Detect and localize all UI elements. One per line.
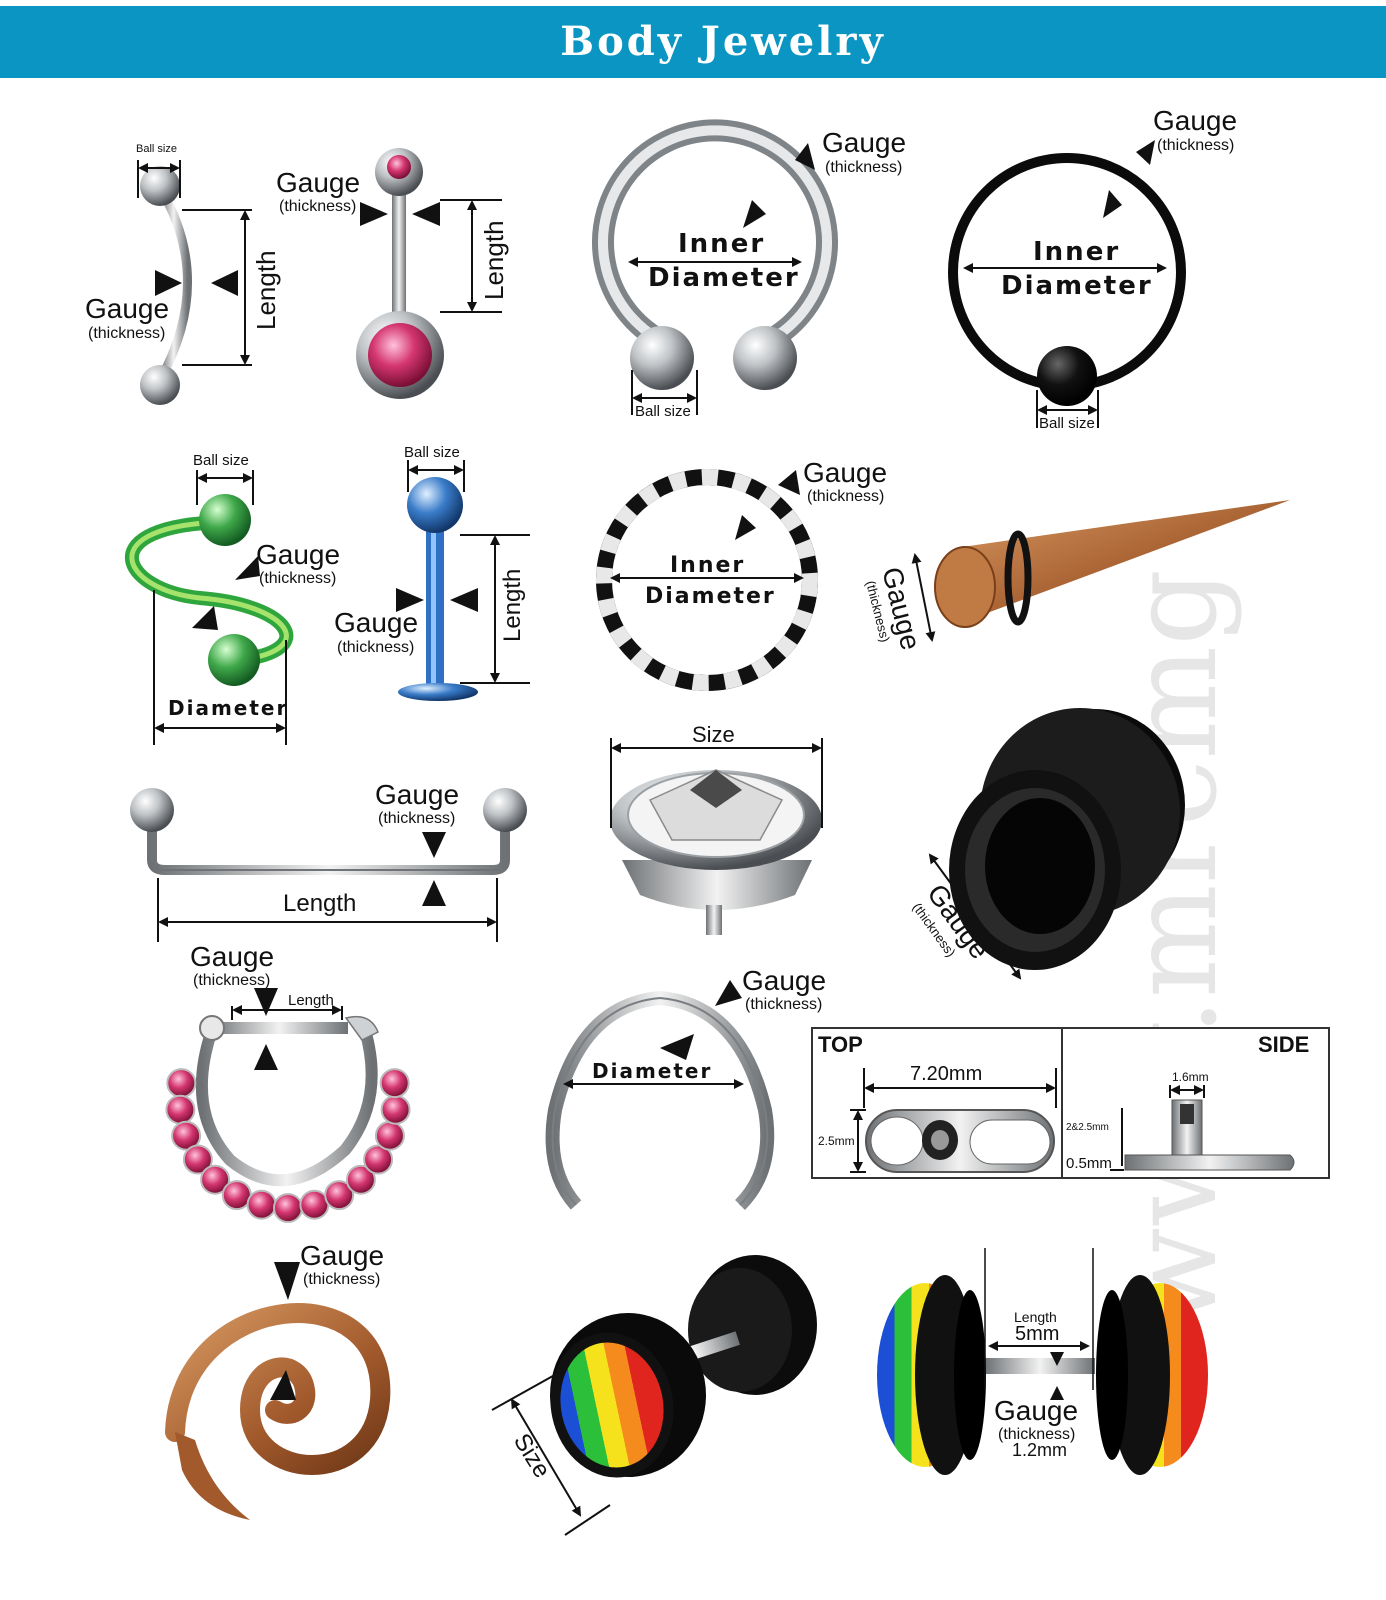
surface-barbell: Gauge (thickness) Length	[130, 779, 527, 942]
fake-plug-gauge-value: 1.2mm	[1012, 1440, 1067, 1460]
curved-barbell: Ball size Length Gauge (thickness)	[85, 143, 281, 405]
gauge-label: Gauge	[742, 965, 826, 996]
diameter-label: Diameter	[168, 696, 288, 720]
fake-plug: Size	[491, 1255, 817, 1536]
ball-size-label: Ball size	[136, 143, 177, 155]
clicker-gem	[380, 1094, 411, 1125]
clicker-gem	[374, 1120, 405, 1151]
clicker-gem	[165, 1094, 196, 1125]
clicker-gems	[165, 1068, 411, 1223]
thickness-label: (thickness)	[259, 570, 336, 587]
thickness-label: (thickness)	[337, 639, 414, 656]
side-width-value: 1.6mm	[1172, 1070, 1209, 1084]
clicker-gem	[299, 1189, 330, 1220]
length-label: Length	[479, 220, 509, 300]
captive-bead-ring: Inner Diameter Gauge (thickness) Ball si…	[948, 105, 1237, 432]
top-view-label: TOP	[818, 1032, 863, 1057]
ball-size-label: Ball size	[193, 452, 249, 469]
size-label: Size	[508, 1429, 556, 1483]
wooden-spiral: Gauge (thickness)	[165, 1240, 391, 1520]
fake-plug-thickness-label: (thickness)	[998, 1426, 1075, 1443]
clicker-gem	[379, 1068, 410, 1099]
clicker-gem	[166, 1068, 197, 1099]
thickness-label: (thickness)	[279, 198, 356, 215]
gauge-label: Gauge	[822, 127, 906, 158]
clicker-gem	[363, 1144, 394, 1175]
screw-tunnel: Gauge (thickness)	[910, 708, 1185, 980]
diameter-label: Diameter	[592, 1059, 712, 1083]
length-label: Length	[251, 250, 281, 330]
diameter-label: Diameter	[648, 263, 800, 293]
fake-plug-length-value: 5mm	[1015, 1323, 1059, 1345]
clicker-gem	[171, 1120, 202, 1151]
gauge-label: Gauge	[190, 941, 274, 972]
gauge-label: Gauge	[256, 539, 340, 570]
thickness-label: (thickness)	[1157, 137, 1234, 154]
striped-segment-ring: Inner Diameter Gauge (thickness)	[596, 457, 887, 691]
thickness-label: (thickness)	[807, 488, 884, 505]
thickness-label: (thickness)	[745, 996, 822, 1013]
inner-label: Inner	[670, 553, 745, 578]
fake-plug-length-label: Length	[1014, 1309, 1057, 1325]
clicker-gem	[345, 1164, 376, 1195]
thickness-label: (thickness)	[88, 325, 165, 342]
clicker-gem	[273, 1193, 303, 1223]
belly-button-ring: Length Gauge (thickness)	[276, 148, 509, 399]
horseshoe-ring: Inner Diameter Gauge (thickness) Ball si…	[592, 119, 906, 420]
ball-size-label: Ball size	[1039, 415, 1095, 432]
size-label: Size	[692, 722, 735, 747]
clicker-gem	[246, 1189, 277, 1220]
septum-clicker: Gauge (thickness) Length	[165, 941, 411, 1223]
dermal-top-gem: Size	[610, 722, 823, 935]
ball-size-label: Ball size	[635, 403, 691, 420]
length-label: Length	[499, 569, 526, 642]
gauge-label: Gauge	[276, 167, 360, 198]
clicker-gem	[324, 1180, 355, 1211]
clicker-gem	[200, 1164, 231, 1195]
top-height-value: 2.5mm	[818, 1134, 855, 1148]
diameter-label: Diameter	[1001, 271, 1153, 301]
thickness-label: (thickness)	[303, 1271, 380, 1288]
dumbbell-fake-plug: Length 5mm Gauge (thickness) 1.2mm	[877, 1248, 1208, 1475]
gauge-label: Gauge	[85, 293, 169, 324]
side-base-value: 0.5mm	[1066, 1155, 1112, 1172]
side-view-label: SIDE	[1258, 1032, 1309, 1057]
page-title: Body Jewelry	[560, 18, 886, 65]
clicker-gem	[221, 1180, 252, 1211]
length-label: Length	[283, 890, 356, 917]
gauge-label: Gauge	[1153, 105, 1237, 136]
ball-size-label: Ball size	[404, 444, 460, 461]
twister-spiral: Ball size Gauge (thickness) Diameter	[125, 452, 340, 745]
septum-retainer: Diameter Gauge (thickness)	[545, 965, 826, 1210]
length-label: Length	[288, 992, 334, 1009]
clicker-gem	[182, 1144, 213, 1175]
gauge-label: Gauge	[375, 779, 459, 810]
gauge-label: Gauge	[334, 607, 418, 638]
watermark: www.mrcmg	[1105, 569, 1244, 1330]
labret-stud: Ball size Length Gauge (thickness)	[334, 444, 530, 701]
thickness-label: (thickness)	[825, 159, 902, 176]
top-length-value: 7.20mm	[910, 1063, 982, 1085]
fake-plug-gauge-label: Gauge	[994, 1395, 1078, 1426]
thickness-label: (thickness)	[193, 972, 270, 989]
header-banner: Body Jewelry	[0, 6, 1386, 78]
inner-label: Inner	[678, 229, 765, 259]
side-height-value: 2&2.5mm	[1066, 1122, 1109, 1133]
dermal-anchor-spec: TOP SIDE 7.20mm 2.5mm 1.6mm 2&2.5mm 0.5m…	[811, 1027, 1330, 1179]
inner-label: Inner	[1033, 237, 1120, 267]
gauge-label: Gauge	[803, 457, 887, 488]
gauge-label: Gauge	[300, 1240, 384, 1271]
diameter-label: Diameter	[645, 584, 776, 609]
thickness-label: (thickness)	[378, 810, 455, 827]
